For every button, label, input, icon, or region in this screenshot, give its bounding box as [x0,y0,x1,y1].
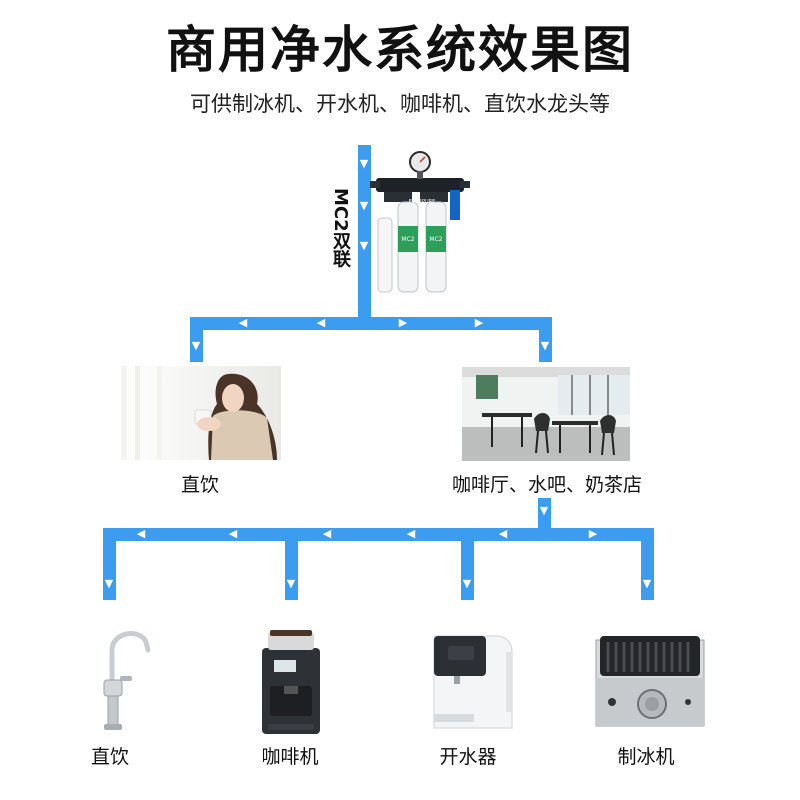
appliance-label: 咖啡机 [261,746,319,768]
pipe-drop-4 [641,528,654,600]
arrow-down-icon: ▼ [539,504,549,517]
coffee-machine-image [262,630,320,734]
pipe-trunk [358,145,371,318]
appliance-label: 直饮 [90,746,129,768]
pipe-lower-horizontal [103,528,654,541]
arrow-down-icon: ▼ [286,577,296,590]
filter-brand-text: EVERPURE [409,199,436,205]
arrow-left-icon: ◀ [406,527,416,540]
branch-label-direct-drink: 直饮 [180,474,219,496]
water-dispenser-image [433,635,513,729]
arrow-down-icon: ▼ [462,577,472,590]
branch-label-cafe: 咖啡厅、水吧、奶茶店 [451,474,642,496]
arrow-down-icon: ▼ [540,339,550,352]
pipe-top-horizontal [190,317,552,330]
faucet-image [103,631,151,730]
pipe-drop-1 [103,528,116,600]
filter-model-text: MC2 [401,236,414,243]
pipe-drop-2 [285,528,298,600]
appliance-label: 开水器 [439,746,497,768]
pipe-left-drop [190,317,203,362]
filter-model-text: MC2 [429,236,442,243]
arrow-left-icon: ◀ [238,316,248,329]
pipe-lower-trunk [538,498,551,534]
arrow-down-icon: ▼ [191,339,201,352]
pipe-drop-3 [461,528,474,600]
direct-drink-photo [117,366,281,460]
arrow-left-icon: ◀ [322,527,332,540]
page-subtitle: 可供制冰机、开水机、咖啡机、直饮水龙头等 [190,92,610,116]
ice-machine-image [595,636,705,727]
page-title: 商用净水系统效果图 [166,21,634,79]
filter-label: MC2双联 [330,188,351,268]
arrow-right-icon: ▶ [398,316,408,329]
cafe-photo [462,367,630,461]
arrow-down-icon: ▼ [642,577,652,590]
water-filter-image: EVERPURE MC2 MC2 [370,151,470,293]
pipe-right-drop [539,317,552,362]
arrow-right-icon: ▶ [474,316,484,329]
arrow-left-icon: ◀ [316,316,326,329]
arrow-left-icon: ◀ [136,527,146,540]
arrow-down-icon: ▼ [359,199,369,212]
arrow-right-icon: ▶ [588,527,598,540]
arrow-down-icon: ▼ [104,577,114,590]
arrow-down-icon: ▼ [359,157,369,170]
arrow-down-icon: ▼ [359,239,369,252]
arrow-left-icon: ◀ [498,527,508,540]
appliance-label: 制冰机 [617,746,675,768]
arrow-left-icon: ◀ [228,527,238,540]
